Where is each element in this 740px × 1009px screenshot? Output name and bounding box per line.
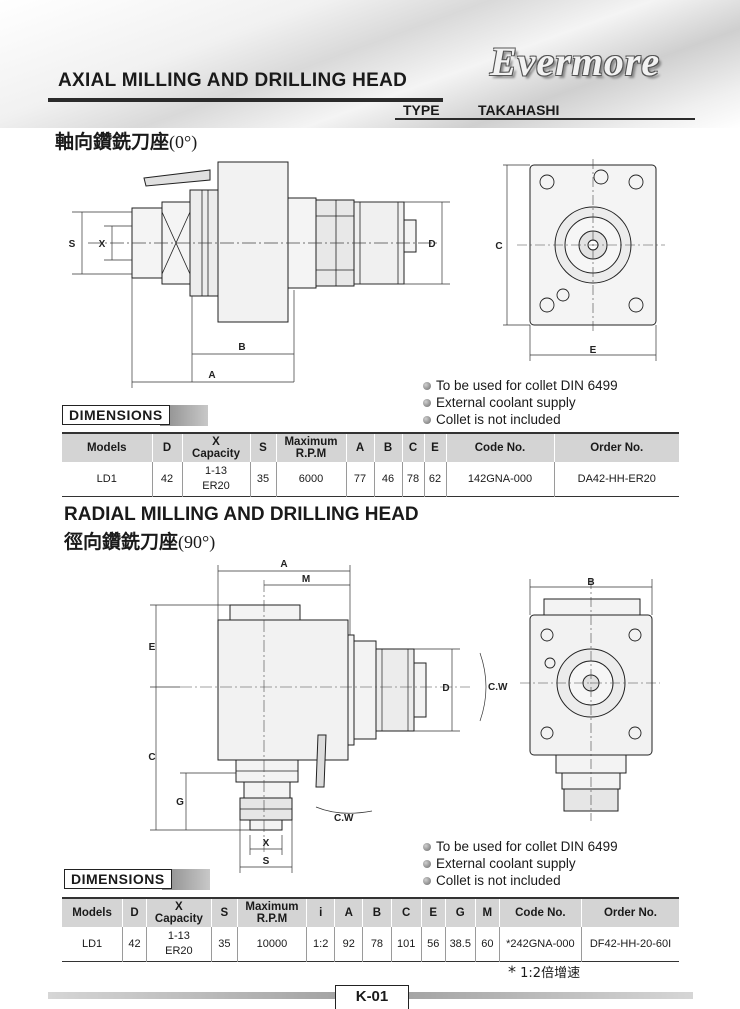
dim-s-label: S [263, 856, 270, 867]
col-header: C [401, 433, 424, 462]
note-item: Collet is not included [423, 411, 618, 428]
col-header: Models [62, 433, 152, 462]
col-header: E [423, 433, 446, 462]
col-header: X Capacity [145, 898, 212, 927]
cw-label-right: C.W [488, 682, 508, 693]
type-label: TYPE [403, 102, 440, 118]
radial-notes: To be used for collet DIN 6499 External … [423, 838, 618, 889]
page-number: K-01 [335, 985, 409, 1009]
evermore-logo: Evermore [490, 39, 661, 84]
dim-g-label: G [176, 797, 184, 808]
col-header: G [444, 898, 476, 927]
dim-x-label: X [99, 239, 106, 250]
radial-spec-table: Models D X Capacity S Maximum R.P.M i A … [62, 897, 679, 962]
radial-side-drawing: A M E C G D X S C.W C.W [148, 559, 508, 873]
col-header: S [249, 433, 276, 462]
note-item: External coolant supply [423, 855, 618, 872]
type-rule [395, 118, 695, 120]
dim-x-label: X [263, 838, 270, 849]
col-header: Models [62, 898, 123, 927]
col-header: C [390, 898, 422, 927]
col-header: M [474, 898, 500, 927]
col-header: Order No. [553, 433, 679, 462]
axial-front-drawing: C E [495, 159, 665, 361]
note-item: Collet is not included [423, 872, 618, 889]
note-item: External coolant supply [423, 394, 618, 411]
col-header: S [210, 898, 238, 927]
col-header: Code No. [445, 433, 554, 462]
note-item: To be used for collet DIN 6499 [423, 377, 618, 394]
col-header: B [362, 898, 392, 927]
dim-a-label: A [208, 370, 215, 381]
radial-dimensions-badge: DIMENSIONS [64, 869, 210, 890]
dim-c-label: C [495, 241, 502, 252]
note-item: To be used for collet DIN 6499 [423, 838, 618, 855]
type-value: TAKAHASHI [478, 102, 560, 118]
dim-e-label: E [149, 642, 156, 653]
axial-side-drawing: S X B A D [69, 161, 450, 388]
dim-d-label: D [428, 239, 435, 250]
col-header: Maximum R.P.M [236, 898, 307, 927]
axial-notes: To be used for collet DIN 6499 External … [423, 377, 618, 428]
header-banner [0, 0, 740, 128]
col-header: Maximum R.P.M [275, 433, 346, 462]
col-header: A [345, 433, 374, 462]
radial-front-drawing: B [520, 577, 660, 821]
axial-dimensions-badge: DIMENSIONS [62, 405, 208, 426]
dim-s-label: S [69, 239, 76, 250]
col-header: X Capacity [181, 433, 250, 462]
ratio-footnote: * 1:2倍增速 [508, 962, 581, 981]
col-header: E [420, 898, 446, 927]
header-rule [48, 98, 443, 102]
axial-spec-table: Models D X Capacity S Maximum R.P.M A B … [62, 432, 679, 497]
dim-m-label: M [302, 574, 310, 585]
col-header: Order No. [581, 898, 679, 927]
radial-subtitle: 徑向鑽銑刀座(90°) [64, 531, 216, 553]
cw-label-bottom: C.W [334, 813, 354, 824]
col-header: Code No. [498, 898, 582, 927]
dim-d-label: D [442, 683, 449, 694]
col-header: D [151, 433, 182, 462]
page-title: AXIAL MILLING AND DRILLING HEAD [58, 70, 408, 91]
radial-title: RADIAL MILLING AND DRILLING HEAD [64, 504, 419, 525]
dim-b-label: B [238, 342, 245, 353]
col-header: A [334, 898, 363, 927]
dim-b-label: B [587, 577, 594, 588]
col-header: D [122, 898, 147, 927]
axial-subtitle: 軸向鑽銑刀座(0°) [55, 131, 198, 153]
col-header: i [306, 898, 335, 927]
dim-a-label: A [280, 559, 287, 570]
dim-e-label: E [590, 345, 597, 356]
dim-c-label: C [148, 752, 155, 763]
col-header: B [373, 433, 402, 462]
